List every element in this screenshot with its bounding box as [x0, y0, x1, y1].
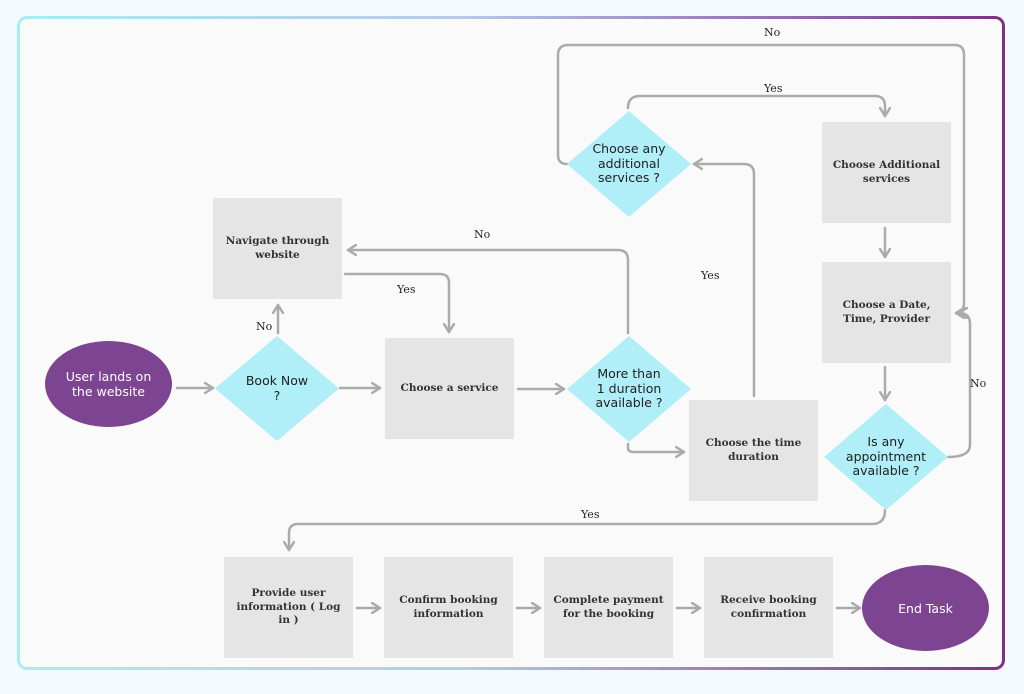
diamond-shape: [567, 336, 691, 442]
receive-confirmation-box: Receive booking confirmation: [704, 557, 833, 658]
end-label: End Task: [898, 600, 953, 616]
diamond-shape: [824, 404, 948, 510]
edge-duration-no-to-navigate: [346, 250, 630, 335]
diamond-shape: [215, 336, 339, 441]
edge-label-navigate-yes: Yes: [397, 283, 416, 296]
edge-navigate-to-service: [343, 272, 449, 334]
additional-services-label: Choose any additional services ?: [592, 140, 666, 186]
edge-appointment-no-to-date: [946, 313, 972, 459]
edge-label-duration-yes: Yes: [701, 269, 720, 282]
choose-time-duration-box: Choose the time duration: [689, 400, 818, 501]
edge-label-appointment-no: No: [970, 377, 987, 390]
duration-diamond: More than 1 duration available ?: [567, 336, 691, 442]
choose-additional-services-label: Choose Additional services: [832, 158, 941, 185]
edge-label-book-now-no: No: [256, 320, 273, 333]
complete-payment-box: Complete payment for the booking: [544, 557, 673, 658]
edge-label-duration-no: No: [474, 228, 491, 241]
end-ellipse: End Task: [862, 565, 989, 651]
provide-user-info-box: Provide user information ( Log in ): [224, 557, 353, 658]
navigate-label: Navigate through website: [225, 234, 330, 261]
choose-date-time-provider-box: Choose a Date, Time, Provider: [822, 262, 951, 363]
book-now-label: Book Now ?: [245, 372, 309, 403]
edge-appointment-yes-to-provide: [289, 508, 887, 552]
choose-time-duration-label: Choose the time duration: [705, 436, 802, 463]
edge-duration-yes-to-time: [626, 442, 686, 452]
edge-label-appointment-yes: Yes: [581, 508, 600, 521]
navigate-box: Navigate through website: [213, 198, 342, 299]
edge-additional-yes-to-choose: [626, 94, 885, 118]
diamond-shape: [567, 111, 691, 217]
complete-payment-label: Complete payment for the booking: [553, 593, 664, 620]
provide-user-info-label: Provide user information ( Log in ): [236, 587, 341, 627]
receive-confirmation-label: Receive booking confirmation: [720, 593, 817, 620]
edge-label-additional-no: No: [764, 26, 781, 39]
choose-service-label: Choose a service: [400, 381, 499, 394]
book-now-diamond: Book Now ?: [215, 336, 339, 441]
confirm-booking-info-box: Confirm booking information: [384, 557, 513, 658]
edge-time-to-additional-q: [692, 164, 756, 398]
start-label: User lands on the website: [65, 369, 152, 399]
choose-service-box: Choose a service: [385, 338, 514, 439]
start-ellipse: User lands on the website: [45, 341, 172, 427]
choose-additional-services-box: Choose Additional services: [822, 122, 951, 223]
additional-services-diamond: Choose any additional services ?: [567, 111, 691, 217]
confirm-booking-info-label: Confirm booking information: [399, 593, 498, 620]
appointment-label: Is any appointment available ?: [845, 433, 927, 479]
choose-date-time-provider-label: Choose a Date, Time, Provider: [842, 298, 931, 325]
appointment-diamond: Is any appointment available ?: [824, 404, 948, 510]
duration-label: More than 1 duration available ?: [595, 365, 663, 411]
edge-label-additional-yes: Yes: [764, 82, 783, 95]
